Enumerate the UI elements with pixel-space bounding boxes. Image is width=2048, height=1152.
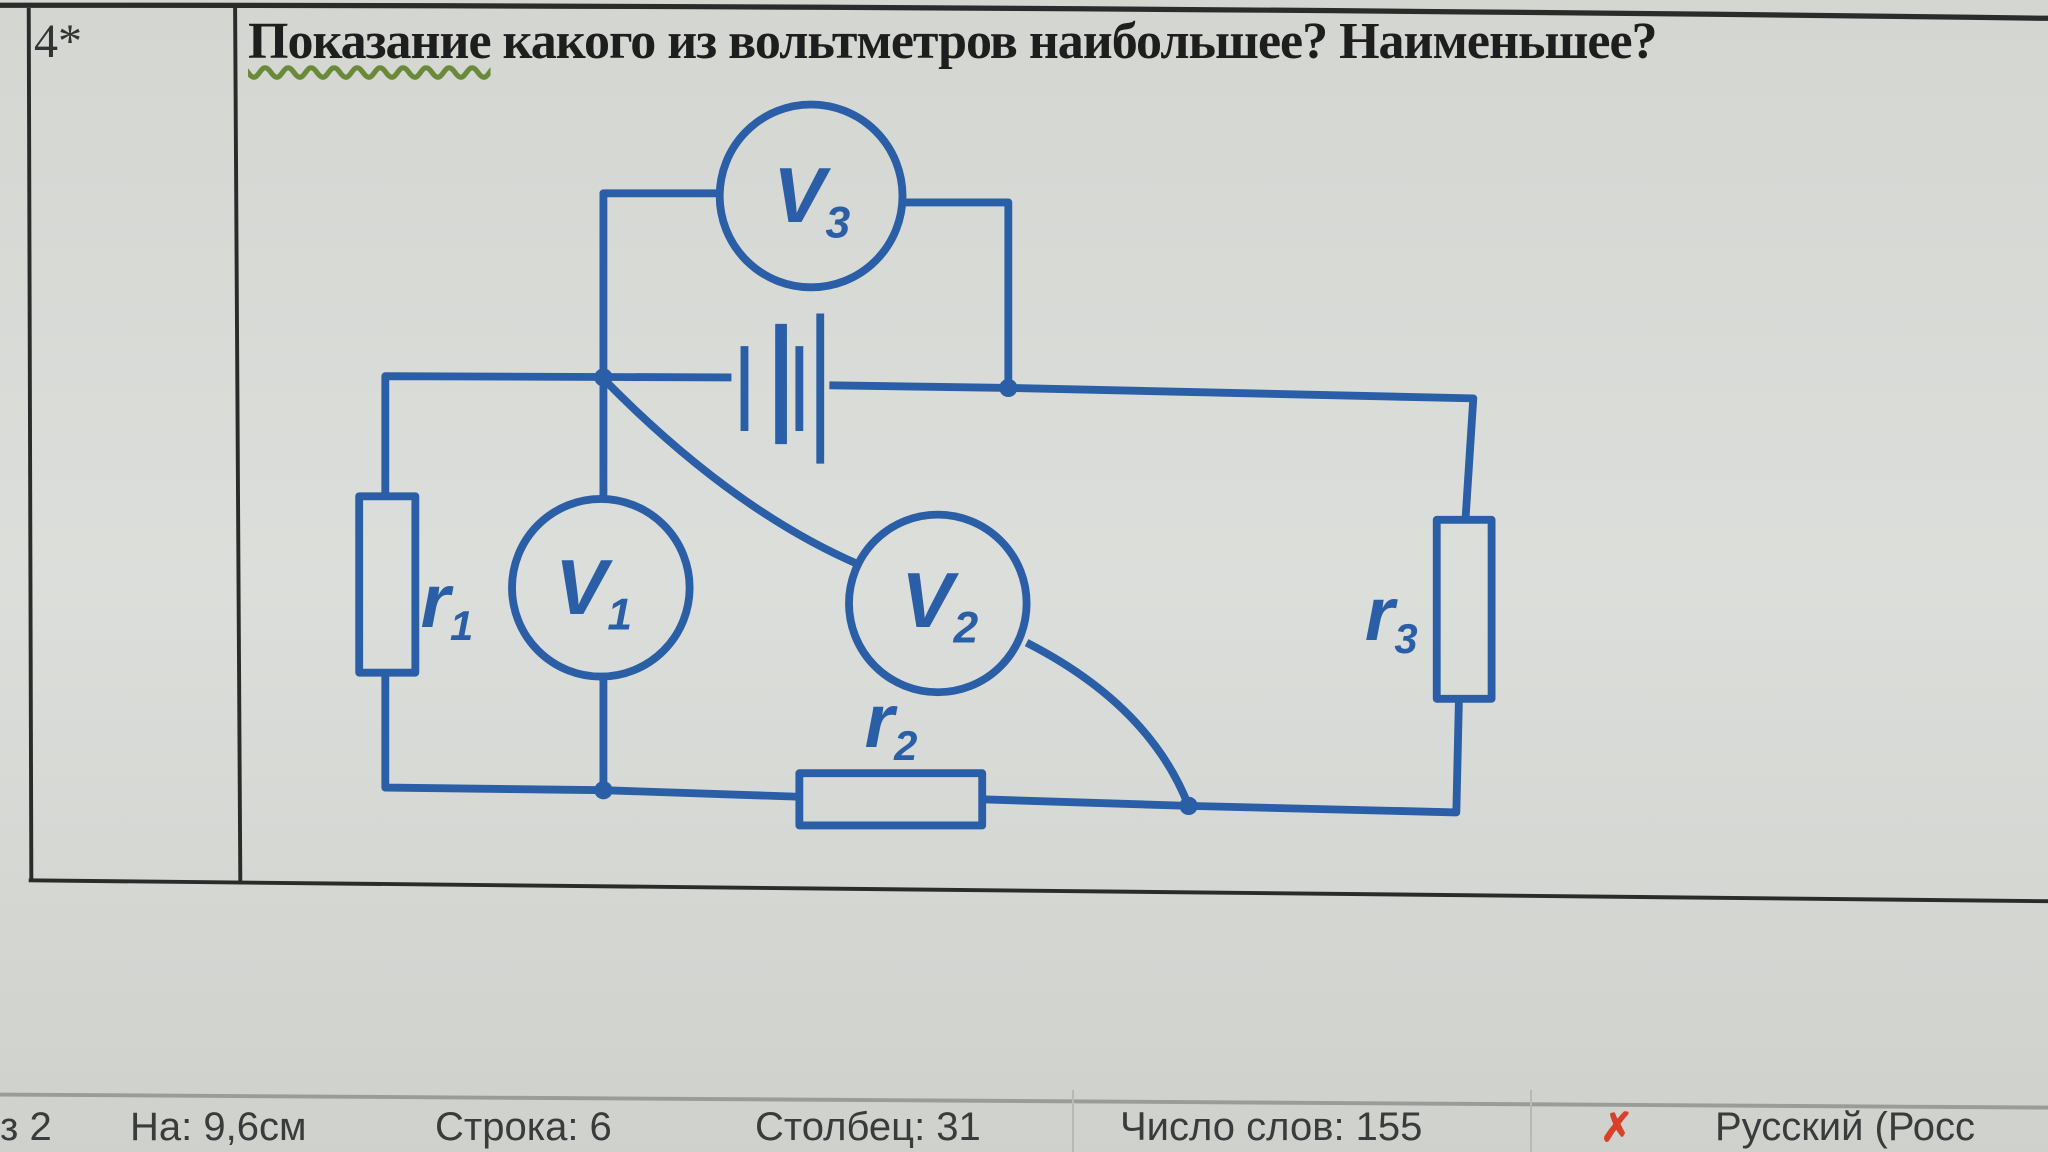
resistor-r3 (1432, 515, 1496, 703)
status-divider (1072, 1090, 1074, 1152)
question-number: 4* (34, 15, 82, 68)
label-v2: V2 (901, 556, 978, 653)
status-language[interactable]: Русский (Росс (1715, 1105, 1976, 1149)
question-text[interactable]: Показание какого из вольтметров наибольш… (248, 12, 1658, 71)
status-word-count[interactable]: Число слов: 155 (1120, 1105, 1423, 1149)
wire-v2 (600, 376, 1193, 808)
junction-dots (594, 368, 1198, 816)
wire-v3 (599, 189, 1013, 388)
circuit-diagram (355, 100, 1496, 830)
battery-icon (740, 313, 825, 464)
status-column[interactable]: Столбец: 31 (755, 1105, 981, 1149)
label-r2: r2 (865, 679, 918, 769)
status-page[interactable]: з 2 (0, 1105, 52, 1149)
status-bar: з 2 На: 9,6см Строка: 6 Столбец: 31 Числ… (0, 1105, 2048, 1152)
voltmeter-v3 (715, 100, 907, 292)
label-v1: V1 (555, 543, 632, 640)
status-divider (1530, 1090, 1532, 1152)
table-borders (0, 2, 2048, 904)
status-line[interactable]: Строка: 6 (435, 1105, 612, 1149)
status-bar-border (0, 1092, 2048, 1110)
wire-outer-loop (381, 372, 1478, 817)
label-r3: r3 (1365, 572, 1418, 662)
question-text-rest: какого из вольтметров наибольшее? Наимен… (490, 13, 1658, 70)
voltmeter-v2 (845, 510, 1031, 697)
spellcheck-word[interactable]: Показание (248, 13, 492, 70)
status-position[interactable]: На: 9,6см (130, 1105, 307, 1149)
resistor-r1 (355, 492, 420, 677)
voltmeter-v1 (508, 495, 694, 681)
resistor-r2 (795, 769, 987, 830)
label-v3: V3 (773, 151, 850, 248)
label-r1: r1 (421, 559, 474, 649)
proofing-error-icon[interactable]: ✗ (1600, 1106, 1634, 1150)
